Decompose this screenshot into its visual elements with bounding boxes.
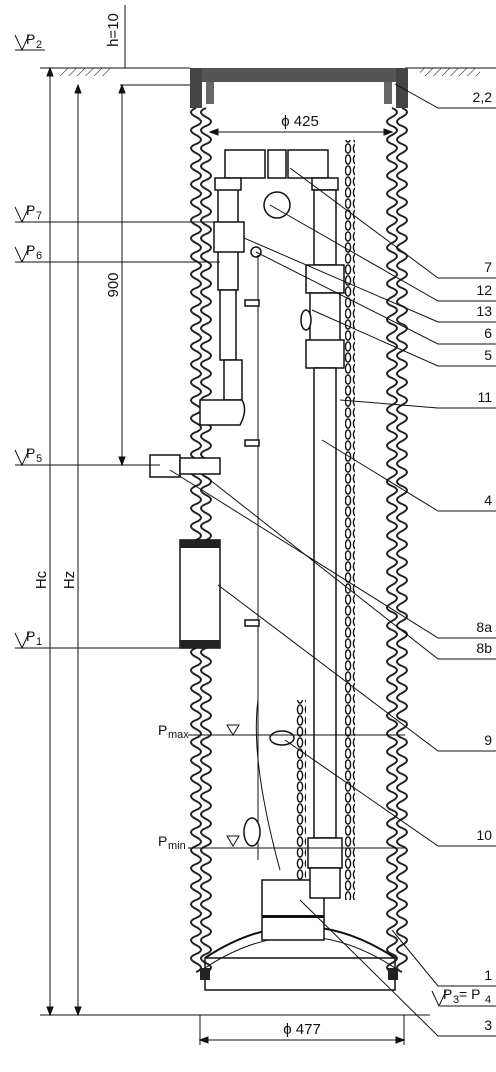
- dim-h10: h=10: [105, 13, 122, 47]
- svg-text:P: P: [26, 628, 35, 644]
- elbow-fitting: [199, 399, 246, 426]
- top-union-left: [224, 149, 266, 179]
- inlet-pipe-9: [179, 539, 221, 649]
- callout-label-7: 7: [484, 259, 492, 275]
- level-marker-p2: P 2: [14, 31, 45, 52]
- level-marker-pmax: P max: [158, 722, 240, 741]
- svg-text:P: P: [158, 722, 167, 738]
- callout-label-1: 1: [484, 967, 492, 983]
- callout-label-13: 13: [476, 303, 492, 319]
- callout-leader-11: [339, 399, 496, 409]
- callout-label-11: 11: [477, 389, 492, 405]
- dim-diameter-477: ϕ 477: [283, 1021, 321, 1038]
- top-union-nut: [267, 149, 287, 179]
- callout-label-6: 6: [484, 325, 492, 341]
- callout-leader-5: [311, 309, 496, 367]
- callout-label-4: 4: [484, 492, 492, 508]
- callout-leader-2-2: [394, 83, 496, 109]
- pump-union: [307, 837, 343, 869]
- svg-text:1: 1: [36, 636, 42, 648]
- svg-text:P: P: [26, 202, 35, 218]
- level-marker-p3-p4: P 3 = P 4: [431, 986, 491, 1008]
- dim-900: 900: [105, 272, 122, 297]
- callout-leader-3: [299, 899, 496, 1037]
- callout-leader-1: [391, 929, 496, 987]
- callout-leader-8a: [169, 469, 496, 639]
- right-corrugated-wall: [396, 107, 408, 973]
- dimensions: [40, 5, 430, 1045]
- level-marker-pmin: P min: [158, 833, 240, 852]
- svg-text:4: 4: [485, 994, 491, 1006]
- inspection-ring-12: [263, 191, 291, 219]
- dim-diameter-425: ϕ 425: [281, 113, 319, 130]
- float-pmin: [243, 817, 261, 847]
- svg-text:P: P: [26, 445, 35, 461]
- callout-leader-13: [243, 237, 496, 323]
- svg-text:5: 5: [36, 453, 42, 465]
- level-markers: P 2 P 7 P 6 P 5 P 1 P max P: [14, 31, 491, 1008]
- svg-text:3: 3: [453, 994, 459, 1006]
- level-marker-p5: P 5: [14, 445, 42, 467]
- svg-text:= P: = P: [459, 986, 480, 1002]
- level-lines: [15, 221, 496, 1007]
- ball-valve-13: [213, 221, 245, 253]
- callout-leader-10: [284, 739, 496, 847]
- svg-text:max: max: [168, 729, 189, 741]
- callout-label-10: 10: [476, 827, 492, 843]
- level-marker-p6: P 6: [14, 242, 42, 264]
- callout-label-8a: 8a: [476, 619, 492, 635]
- callout-label-3: 3: [484, 1017, 492, 1033]
- callout-label-5: 5: [484, 347, 492, 363]
- dim-hc: Hc: [33, 570, 50, 589]
- callout-label-12: 12: [476, 282, 492, 298]
- right-pipe-upper: [313, 189, 337, 266]
- callout-label-2-2: 2,2: [473, 89, 493, 105]
- svg-text:P: P: [443, 986, 452, 1002]
- lifting-chain-11: [345, 140, 355, 900]
- right-corrugated-wall: [386, 107, 398, 973]
- svg-text:P: P: [26, 242, 35, 258]
- svg-text:min: min: [168, 840, 186, 852]
- dim-hz: Hz: [61, 571, 78, 589]
- callout-leader-8b: [204, 475, 496, 660]
- callout-leader-12: [269, 204, 496, 302]
- callout-label-8b: 8b: [476, 640, 492, 656]
- lifting-chain-lower: [296, 700, 306, 880]
- level-marker-p7: P 7: [14, 202, 42, 224]
- svg-text:2: 2: [36, 39, 42, 51]
- callout-label-9: 9: [484, 732, 492, 748]
- svg-text:P: P: [158, 833, 167, 849]
- float-pmax-10: [269, 730, 295, 746]
- svg-text:6: 6: [36, 250, 42, 262]
- level-marker-p1: P 1: [14, 628, 42, 650]
- callout-leader-4: [321, 439, 496, 512]
- svg-text:7: 7: [36, 210, 42, 222]
- check-valve-5: [300, 309, 312, 331]
- svg-text:P: P: [26, 31, 35, 47]
- manhole-lid: [190, 68, 408, 108]
- discharge-pipework: [149, 149, 345, 941]
- callout-leader-7: [289, 167, 496, 279]
- callout-leader-6: [255, 251, 496, 345]
- callout-leader-9: [217, 584, 496, 752]
- top-union-right: [287, 149, 329, 179]
